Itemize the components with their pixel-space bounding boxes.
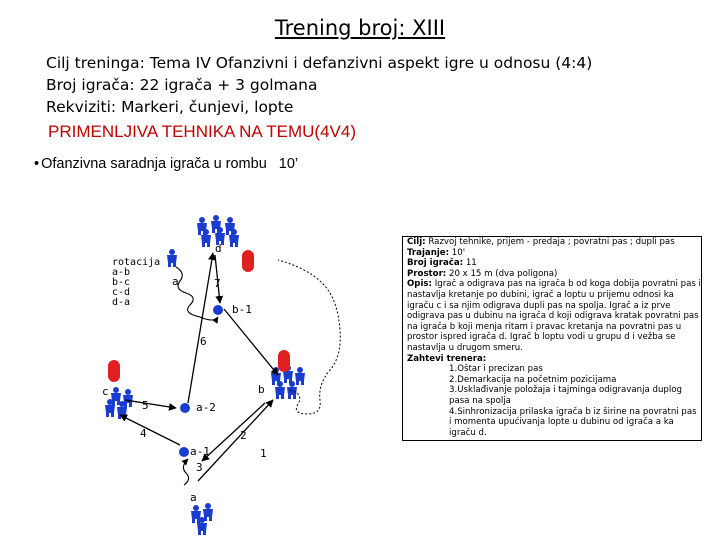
bullet-symbol: • (34, 156, 40, 172)
label-d: d (215, 242, 222, 255)
rotation-item: d-a (112, 297, 130, 308)
notes-req-label: Zahtevi trenera: (407, 354, 701, 365)
rotation-item: a-b (112, 267, 130, 278)
notes-goal-text: Razvoj tehnike, prijem - predaja ; povra… (428, 237, 675, 247)
pass-arrow-b1 (223, 308, 279, 376)
pass-arrow-4 (119, 414, 181, 446)
tag-b1: b-1 (232, 303, 252, 316)
step-3: 3 (196, 461, 203, 474)
notes-players-text: 11 (465, 258, 477, 269)
label-a-bottom: a (190, 491, 197, 504)
requirement-item: 4.Sinhronizacija prilaska igrača b iz ši… (449, 406, 697, 438)
step-6: 6 (200, 335, 207, 348)
exercise-duration: 10’ (278, 156, 299, 172)
notes-space-text: 20 x 15 m (dva poligona) (448, 268, 558, 279)
notes-description: Opis: Igrač a odigrava pas na igrača b o… (407, 279, 701, 353)
requirements-list: 1.Oštar i precizan pas 2.Demarkacija na … (407, 364, 701, 438)
notes-duration-label: Trajanje: (407, 247, 450, 258)
player-group-c (105, 387, 133, 419)
player-a (167, 249, 177, 267)
section-headline: PRIMENLJIVA TEHNIKA NA TEMU(4V4) (48, 122, 356, 141)
cone-right (278, 350, 290, 372)
requirement-item: 3.Usklađivanje položaja i tajminga odigr… (449, 385, 682, 406)
step-2: 2 (240, 429, 247, 442)
cone-left (108, 360, 120, 382)
props-value: Markeri, čunjevi, lopte (121, 98, 294, 116)
notes-duration: Trajanje: 10' (407, 248, 701, 259)
step-7: 7 (214, 277, 221, 290)
rotation-item: b-c (112, 277, 130, 288)
label-b: b (258, 383, 265, 396)
pass-arrow-1 (197, 399, 274, 482)
page-title: Trening broj: XIII (274, 16, 446, 40)
cone-top (242, 250, 254, 272)
requirement-item: 2.Demarkacija na početnim pozicijama (449, 374, 617, 385)
notes-space: Prostor: 20 x 15 m (dva poligona) (407, 269, 701, 280)
notes-duration-text: 10' (451, 247, 466, 258)
step-5: 5 (142, 399, 149, 412)
requirement-item: 1.Oštar i precizan pas (449, 364, 543, 375)
ball-b1 (213, 305, 223, 315)
notes-players: Broj igrača: 11 (407, 258, 701, 269)
goal-label: Cilj treninga: (46, 54, 145, 72)
pass-arrow-2 (201, 402, 266, 462)
exercise-title: Ofanzivna saradnja igrača u rombu (41, 156, 267, 172)
goal-value: Tema IV Ofanzivni i defanzivni aspekt ig… (149, 54, 593, 72)
exercise-notes: Cilj: Razvoj tehnike, prijem - predaja ;… (402, 236, 702, 442)
props-row: Rekviziti: Markeri, čunjevi, lopte (46, 96, 592, 118)
player-group-a (191, 503, 213, 535)
players-label: Broj igrača: (46, 76, 135, 94)
players-row: Broj igrača: 22 igrača + 3 golmana (46, 74, 592, 96)
notes-goal-label: Cilj: (407, 237, 426, 247)
run-path-a (175, 266, 219, 324)
exercise-bullet: •Ofanzivna saradnja igrača u rombu 10’ (34, 156, 298, 172)
ball-a2 (180, 403, 190, 413)
notes-desc-text: Igrač a odigrava pas na igrača b od koga… (407, 279, 701, 353)
run-path-b (277, 259, 341, 415)
tag-a2: a-2 (196, 401, 216, 414)
players-value: 22 igrača + 3 golmana (139, 76, 318, 94)
pass-arrow-6 (187, 252, 216, 404)
ball-a1 (179, 447, 189, 457)
step-1: 1 (260, 447, 267, 460)
rotation-item: c-d (112, 287, 130, 298)
pass-arrow-5 (124, 399, 177, 411)
tag-a1: a-1 (190, 445, 210, 458)
notes-space-label: Prostor: (407, 268, 447, 279)
notes-goal: Cilj: Razvoj tehnike, prijem - predaja ;… (407, 237, 701, 248)
rotation-title: rotacija (112, 257, 160, 268)
run-path-a1 (181, 458, 190, 486)
label-a: a (172, 275, 179, 288)
training-meta: Cilj treninga: Tema IV Ofanzivni i defan… (46, 52, 592, 118)
notes-desc-label: Opis: (407, 279, 432, 290)
props-label: Rekviziti: (46, 98, 117, 116)
drill-diagram: rotacija a-b b-c c-d d-a d c b a a (102, 215, 341, 535)
goal-row: Cilj treninga: Tema IV Ofanzivni i defan… (46, 52, 592, 74)
pass-arrow-7 (214, 254, 224, 304)
label-c: c (102, 385, 109, 398)
notes-req-title: Zahtevi trenera: (407, 353, 487, 364)
step-4: 4 (140, 427, 147, 440)
notes-players-label: Broj igrača: (407, 258, 464, 269)
